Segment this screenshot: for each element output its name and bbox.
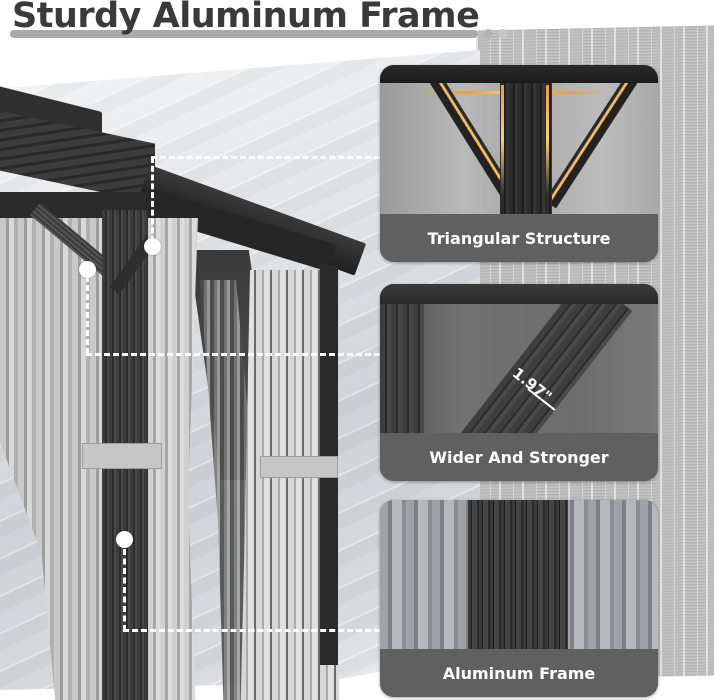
top-beam	[380, 284, 658, 304]
gazebo-image	[0, 84, 390, 700]
callout-dot	[116, 531, 133, 548]
feature-caption: Wider And Stronger	[380, 433, 658, 481]
decorative-dot	[483, 29, 493, 39]
brace-beam	[544, 75, 638, 209]
glow-highlight	[546, 85, 549, 195]
callout-line	[123, 629, 380, 632]
frame-post	[500, 65, 552, 214]
callout-line	[151, 157, 154, 242]
wide-beam-photo: 1.97"	[380, 284, 658, 481]
feature-card-wider-and-stronger: 1.97" Wider And Stronger	[380, 284, 658, 481]
aluminum-post-photo	[380, 500, 658, 649]
callout-line	[86, 353, 380, 356]
triangular-brace-photo	[380, 65, 658, 214]
callout-line	[151, 156, 380, 159]
callout-line	[86, 276, 89, 354]
feature-caption: Aluminum Frame	[380, 649, 658, 697]
top-beam	[380, 65, 658, 83]
frame-post	[380, 304, 424, 433]
curtain-tieback	[82, 443, 162, 469]
callout-line	[123, 549, 126, 631]
glow-highlight	[501, 85, 504, 195]
callout-dot	[79, 261, 96, 278]
curtain-tieback	[260, 456, 338, 478]
frame-post	[468, 500, 568, 649]
decorative-dot	[498, 29, 508, 39]
title-underline	[10, 30, 478, 38]
feature-card-triangular-structure: Triangular Structure	[380, 65, 658, 262]
page-title: Sturdy Aluminum Frame	[12, 0, 480, 36]
callout-dot	[144, 238, 161, 255]
feature-caption: Triangular Structure	[380, 214, 658, 262]
feature-card-aluminum-frame: Aluminum Frame	[380, 500, 658, 697]
